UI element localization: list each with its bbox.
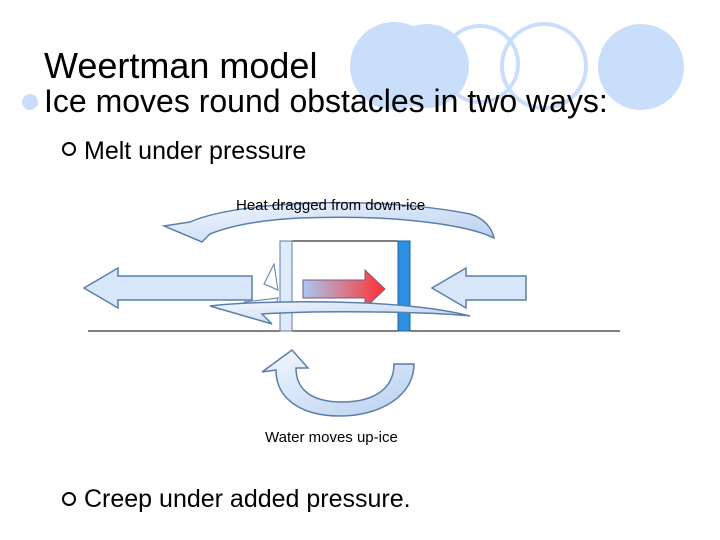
ice-flow-left-arrow <box>82 266 253 310</box>
bullet-dot-main <box>22 94 38 110</box>
heat-curve-arrow <box>161 201 496 243</box>
decor-ring-4 <box>500 22 588 110</box>
label-water: Water moves up-ice <box>265 429 398 446</box>
obstacle-right-bar <box>397 240 411 332</box>
bullet-ring-2 <box>62 492 76 506</box>
under-flow-arrow <box>209 300 471 325</box>
obstacle-left-face <box>279 240 293 332</box>
heat-arrow <box>302 268 386 310</box>
water-curve-arrow <box>261 348 415 417</box>
sub-bullet-creep: Creep under added pressure. <box>84 485 411 513</box>
bullet-ring-1 <box>62 142 76 156</box>
bullet-main: Ice moves round obstacles in two ways: <box>44 83 608 119</box>
ice-flow-right-arrow <box>430 266 527 310</box>
sub-bullet-melt: Melt under pressure <box>84 137 307 165</box>
decor-circle-5 <box>598 24 684 110</box>
melt-wedge-upper <box>263 262 279 291</box>
slide-title: Weertman model <box>44 45 318 86</box>
label-heat: Heat dragged from down-ice <box>236 197 426 214</box>
